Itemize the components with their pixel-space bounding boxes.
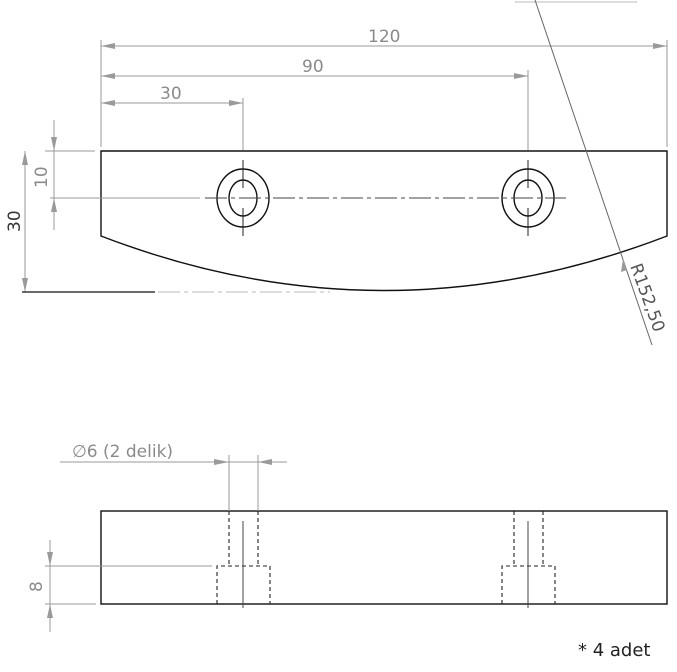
dim-90-label: 90 bbox=[302, 57, 324, 77]
dim-120-label: 120 bbox=[368, 27, 400, 47]
hidden-hole-right bbox=[501, 511, 556, 608]
dim-diameter-label: ∅6 (2 delik) bbox=[72, 442, 173, 462]
hidden-hole-left bbox=[216, 511, 271, 608]
part-outline-side bbox=[100, 510, 668, 605]
dim-10-label: 10 bbox=[32, 166, 52, 188]
dim-30-width-label: 30 bbox=[160, 84, 182, 104]
top-view: 120 90 30 10 30 R152,50 bbox=[5, 0, 668, 346]
side-view: ∅6 (2 delik) 8 bbox=[27, 442, 668, 632]
dim-radius-label: R152,50 bbox=[625, 261, 668, 335]
quantity-note: * 4 adet bbox=[578, 640, 650, 661]
dim-8-label: 8 bbox=[27, 581, 47, 592]
part-outline-top bbox=[100, 150, 668, 292]
dim-30-height-label: 30 bbox=[5, 210, 25, 232]
